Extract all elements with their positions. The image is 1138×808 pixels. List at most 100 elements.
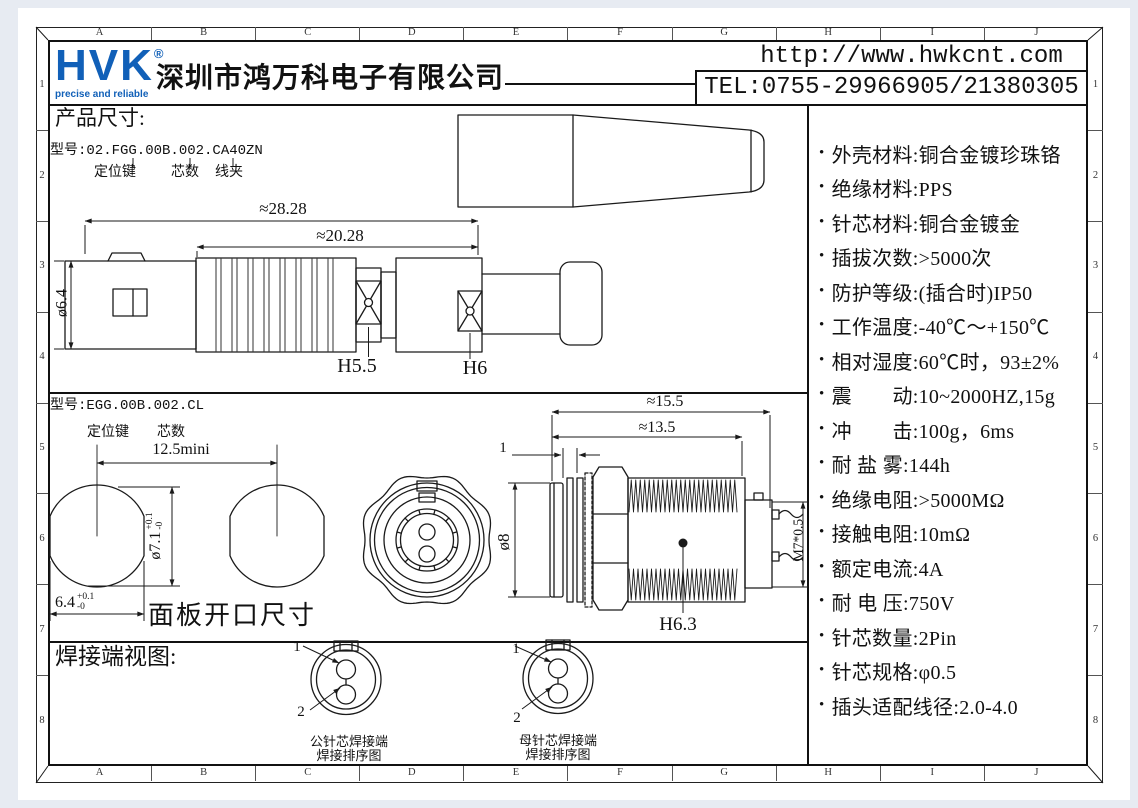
bullet-icon: •	[819, 489, 825, 506]
grid-col-label: J	[1034, 27, 1039, 39]
callout-positioning-key: 定位键	[94, 165, 136, 180]
grid-col-label: F	[568, 27, 673, 40]
spec-text: 插拔次数:>5000次	[831, 248, 992, 271]
bullet-icon: •	[819, 213, 825, 230]
grid-col-label: D	[360, 766, 465, 781]
panel-dimension-lines	[49, 460, 278, 621]
spec-text: 绝缘材料:PPS	[831, 179, 953, 202]
spec-text: 震 动:10~2000HZ,15g	[831, 386, 1055, 409]
bullet-icon: •	[819, 455, 825, 472]
company-logo: HVK® precise and reliable	[55, 41, 205, 101]
receptacle-side-view	[549, 466, 804, 611]
dim-thread-spec: M7*0.5	[790, 518, 806, 562]
spec-text: 耐 电 压:750V	[831, 593, 955, 616]
plug-model-number: 型号:02.FGG.00B.002.CA40ZN	[50, 143, 263, 159]
grid-row-label: 7	[1088, 585, 1103, 677]
bullet-icon: •	[819, 558, 825, 575]
grid-row-label: 8	[39, 714, 45, 726]
spec-text: 接触电阻:10mΩ	[831, 524, 971, 547]
spec-item-rated-current: • 额定电流:4A	[818, 550, 1088, 585]
spec-text: 针芯数量:2Pin	[831, 627, 957, 650]
company-name: 深圳市鸿万科电子有限公司	[156, 63, 505, 94]
solder-end-view-drawings	[302, 639, 594, 716]
grid-row-label: 4	[1088, 313, 1103, 404]
male-diagram-caption: 公针芯焊接端 焊接排序图	[309, 734, 389, 764]
male-caption-line2: 焊接排序图	[316, 748, 382, 764]
receptacle-and-panel-cutout-drawing	[49, 409, 808, 621]
grid-row-label: 5	[1088, 404, 1103, 495]
tol-minus: -0	[77, 601, 85, 612]
spec-text: 绝缘电阻:>5000MΩ	[831, 489, 1005, 512]
spec-item-protection-rating: •防护等级:(插合时)IP50	[818, 274, 1088, 309]
specs-column-divider	[807, 105, 809, 766]
connector-front-view	[362, 475, 492, 605]
dim-flange-diameter: ø8	[493, 533, 513, 551]
tol-minus: -0	[155, 521, 165, 530]
female-pin2-label: 2	[513, 710, 521, 726]
grid-row-label: 6	[36, 494, 48, 586]
spec-text: 防护等级:(插合时)IP50	[831, 282, 1033, 305]
bullet-icon: •	[819, 248, 825, 265]
panel-cutout-shapes	[49, 444, 325, 588]
grid-col-label: F	[568, 766, 673, 781]
dim-pitch: 12.5mini	[152, 441, 210, 458]
grid-row-label: 3	[1088, 222, 1103, 313]
grid-col-label: H	[777, 27, 881, 40]
spec-item-relative-humidity: •相对湿度:60℃时，93±2%	[818, 343, 1088, 378]
grid-row-label: 1	[1088, 40, 1103, 131]
spec-item-mating-cycles: • 插拔次数:>5000次	[818, 240, 1088, 275]
grid-row-label: 7	[36, 585, 48, 677]
grid-col-label: D	[360, 27, 465, 40]
grid-col-label: A	[48, 766, 153, 781]
dim-hex-6: H6	[462, 357, 488, 379]
spec-text: 工作温度:-40℃～+150℃	[831, 317, 1050, 340]
dim-receptacle-inner: ≈13.5	[638, 419, 676, 436]
dim-cutout-width: 6.4+0.1-0	[55, 592, 95, 613]
website-url[interactable]: http://www.hwkcnt.com	[760, 43, 1063, 70]
titleblock-horizontal-divider	[695, 70, 1088, 72]
tol-plus: +0.1	[77, 592, 95, 602]
inner-border-frame	[48, 40, 1088, 766]
spec-text: 插头适配线径:2.0-4.0	[831, 696, 1018, 719]
callout-wire-clamp: 线夹	[215, 165, 243, 180]
plug-dimension-lines	[54, 158, 479, 359]
dim-cutout-diameter: ø7.1+0.1-0	[145, 512, 166, 559]
logo-text: HVK	[55, 41, 154, 90]
spec-text: 针芯规格:φ0.5	[831, 662, 957, 685]
spec-item-pin-count: • 针芯数量:2Pin	[818, 619, 1088, 654]
grid-col-label: C	[256, 766, 361, 781]
receptacle-model-number: 型号:EGG.00B.002.CL	[50, 398, 205, 414]
dim-plug-diameter: ø6.4	[53, 289, 71, 317]
section-divider-1	[48, 392, 808, 394]
spec-text: 额定电流:4A	[831, 558, 944, 581]
bullet-icon: •	[819, 420, 825, 437]
dim-overall-length: ≈28.28	[259, 199, 307, 218]
grid-col-label: H	[777, 766, 881, 781]
female-caption-line2: 焊接排序图	[525, 747, 591, 763]
specifications-list: •外壳材料:铜合金镀珍珠铬 •绝缘材料:PPS •针芯材料:铜合金镀金 •插拔次…	[808, 105, 1088, 766]
spec-item-shell-material: •外壳材料:铜合金镀珍珠铬	[818, 136, 1088, 171]
spec-text: 耐 盐 雾:144h	[831, 455, 951, 478]
company-name-rule	[505, 83, 695, 85]
spec-item-cable-range: •插头适配线径:2.0-4.0	[818, 688, 1088, 723]
strain-relief-boot	[457, 114, 765, 208]
panel-cutout-caption: 面板开口尺寸	[148, 601, 317, 630]
bullet-icon: •	[819, 593, 825, 610]
spec-item-pin-size: •针芯规格:φ0.5	[818, 654, 1088, 689]
spec-item-insulation-resistance: • 绝缘电阻:>5000MΩ	[818, 481, 1088, 516]
grid-col-label: G	[673, 766, 777, 781]
grid-row-label: 5	[36, 404, 48, 495]
bullet-icon: •	[819, 144, 825, 161]
logo-tagline: precise and reliable	[55, 89, 149, 100]
female-caption-line1: 母针芯焊接端	[518, 733, 598, 748]
female-diagram-caption: 母针芯焊接端 焊接排序图	[518, 733, 598, 763]
male-caption-line1: 公针芯焊接端	[309, 734, 389, 749]
bullet-icon: •	[819, 179, 825, 196]
telephone-number: TEL:0755-29966905/21380305	[704, 74, 1079, 101]
grip-ribs	[215, 258, 334, 352]
grid-col-label: C	[256, 27, 361, 40]
grid-col-label: I	[881, 766, 985, 781]
bullet-icon: •	[819, 627, 825, 644]
